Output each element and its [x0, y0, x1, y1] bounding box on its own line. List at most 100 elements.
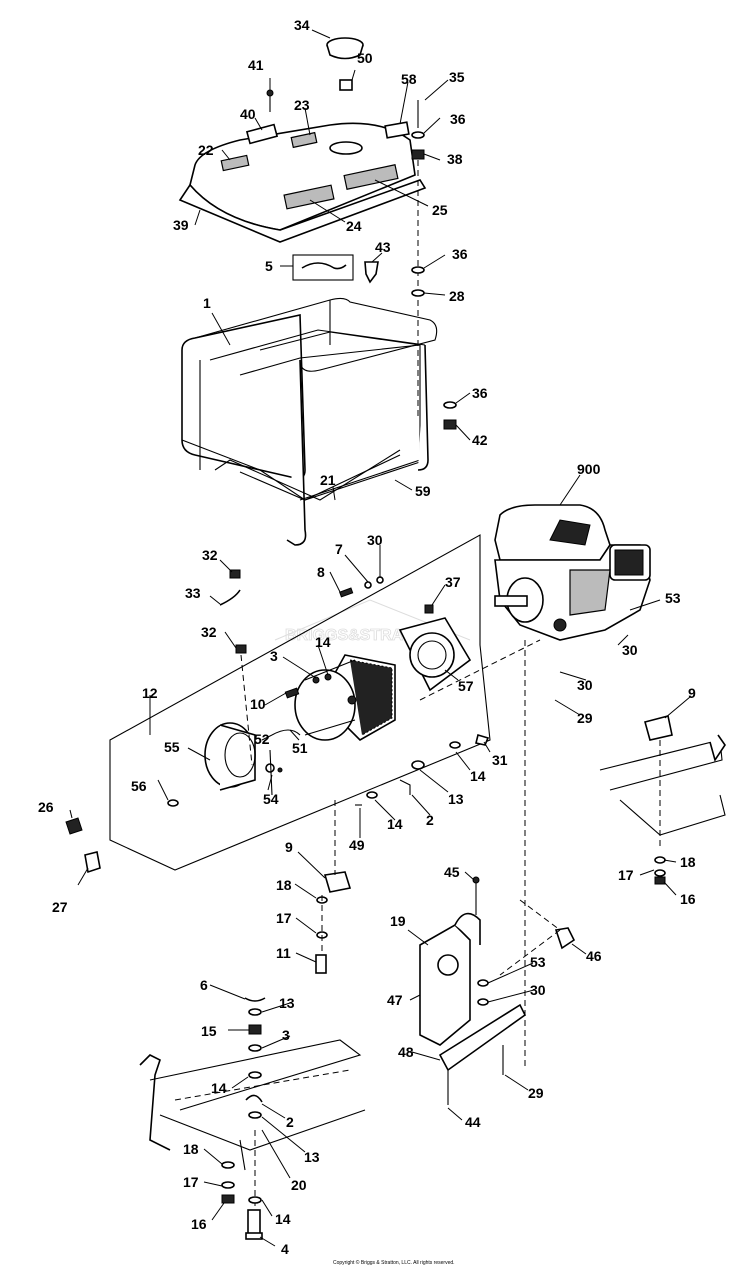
alternator-hardware [167, 576, 490, 807]
callout-30-a: 30 [367, 532, 383, 548]
callout-42: 42 [472, 432, 488, 448]
callout-3-b: 3 [282, 1027, 290, 1043]
callout-2-a: 2 [426, 812, 434, 828]
callout-49: 49 [349, 837, 365, 853]
callout-32-b: 32 [201, 624, 217, 640]
callout-9-b: 9 [285, 839, 293, 855]
callout-34: 34 [294, 17, 310, 33]
callout-16-b: 16 [191, 1216, 207, 1232]
callout-13-b: 13 [279, 995, 295, 1011]
callout-15: 15 [201, 1023, 217, 1039]
callout-14-c: 14 [387, 816, 403, 832]
muffler [419, 876, 481, 1046]
callout-21: 21 [320, 472, 336, 488]
alternator-grommet-kit [219, 569, 253, 766]
callout-4: 4 [281, 1241, 289, 1257]
callout-43: 43 [375, 239, 391, 255]
callout-53-a: 53 [665, 590, 681, 606]
callout-17-b: 17 [276, 910, 292, 926]
callout-14-d: 14 [211, 1080, 227, 1096]
right-vibration-mount [644, 715, 673, 885]
callout-33: 33 [185, 585, 201, 601]
callout-22: 22 [198, 142, 214, 158]
callout-31: 31 [492, 752, 508, 768]
callout-labels: 34 41 50 58 35 40 23 36 22 38 39 24 25 5… [38, 17, 696, 1257]
callout-57: 57 [458, 678, 474, 694]
right-foot-rail [599, 734, 726, 836]
callout-53-b: 53 [530, 954, 546, 970]
callout-46: 46 [586, 948, 602, 964]
callout-18-c: 18 [183, 1141, 199, 1157]
fuel-strainer [339, 79, 353, 91]
callout-13-c: 13 [304, 1149, 320, 1165]
callout-18-b: 18 [680, 854, 696, 870]
callout-44: 44 [465, 1114, 481, 1130]
callout-2-b: 2 [286, 1114, 294, 1130]
callout-900: 900 [577, 461, 601, 477]
callout-28: 28 [449, 288, 465, 304]
callout-6: 6 [200, 977, 208, 993]
callout-29-a: 29 [577, 710, 593, 726]
alternator-group-outline [109, 534, 491, 871]
callout-25: 25 [432, 202, 448, 218]
callout-54: 54 [263, 791, 279, 807]
copyright-notice: Copyright © Briggs & Stratton, LLC. All … [333, 1259, 455, 1266]
callout-14-e: 14 [275, 1211, 291, 1227]
callout-58: 58 [401, 71, 417, 87]
callout-19: 19 [390, 913, 406, 929]
callout-36-c: 36 [472, 385, 488, 401]
callout-14-b: 14 [470, 768, 486, 784]
callout-16-a: 16 [680, 891, 696, 907]
callout-1: 1 [203, 295, 211, 311]
callout-52: 52 [254, 731, 270, 747]
callout-39: 39 [173, 217, 189, 233]
callout-17-a: 17 [618, 867, 634, 883]
callout-40: 40 [240, 106, 256, 122]
callout-48: 48 [398, 1044, 414, 1060]
fuel-cap [326, 37, 364, 60]
callout-14-a: 14 [315, 634, 331, 650]
callout-41: 41 [248, 57, 264, 73]
callout-8: 8 [317, 564, 325, 580]
callout-37: 37 [445, 574, 461, 590]
callout-7: 7 [335, 541, 343, 557]
callout-59: 59 [415, 483, 431, 499]
tank-bolt-stack [411, 100, 457, 430]
callout-23: 23 [294, 97, 310, 113]
callout-47: 47 [387, 992, 403, 1008]
callout-50: 50 [357, 50, 373, 66]
callout-13-a: 13 [448, 791, 464, 807]
callout-36-b: 36 [452, 246, 468, 262]
callout-3-a: 3 [270, 648, 278, 664]
callout-32-a: 32 [202, 547, 218, 563]
callout-30-b: 30 [622, 642, 638, 658]
callout-55: 55 [164, 739, 180, 755]
callout-29-b: 29 [528, 1085, 544, 1101]
callout-26: 26 [38, 799, 54, 815]
fuel-tank [178, 122, 427, 243]
callout-27: 27 [52, 899, 68, 915]
callout-18-a: 18 [276, 877, 292, 893]
part-26 [65, 817, 83, 835]
callout-30-c: 30 [577, 677, 593, 693]
callout-20: 20 [291, 1177, 307, 1193]
tank-screw [266, 89, 274, 112]
callout-56: 56 [131, 778, 147, 794]
callout-5: 5 [265, 258, 273, 274]
callout-35: 35 [449, 69, 465, 85]
alternator-adapter [398, 617, 472, 692]
left-foot-rail [139, 1039, 366, 1171]
fuel-line-kit [292, 254, 379, 284]
part-27 [84, 851, 101, 874]
callout-12: 12 [142, 685, 158, 701]
callout-9-a: 9 [688, 685, 696, 701]
generator-frame [181, 297, 438, 546]
callout-10: 10 [250, 696, 266, 712]
callout-11: 11 [276, 945, 291, 961]
callout-38: 38 [447, 151, 463, 167]
engine-assembly [494, 504, 651, 641]
spark-arrestor [499, 899, 576, 976]
rear-cover [204, 722, 256, 791]
tank-label [384, 121, 410, 139]
